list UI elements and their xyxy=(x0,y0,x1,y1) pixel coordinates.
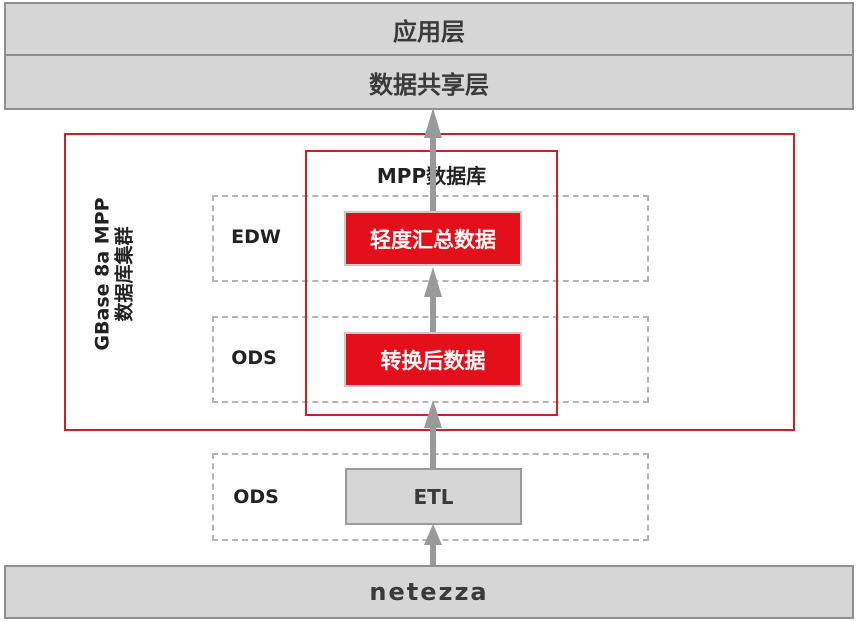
ods-inner-label: ODS xyxy=(231,347,277,369)
edw-label: EDW xyxy=(231,226,281,248)
data-sharing-layer: 数据共享层 xyxy=(4,54,854,110)
etl-label: ETL xyxy=(413,484,454,509)
cluster-label-line2: 数据库集群 xyxy=(114,226,136,322)
data-sharing-layer-label: 数据共享层 xyxy=(369,70,489,99)
netezza-layer: netezza xyxy=(4,565,854,619)
etl-box: ETL xyxy=(345,468,522,525)
application-layer: 应用层 xyxy=(4,2,854,56)
cluster-label: GBase 8a MPP 数据库集群 xyxy=(72,176,156,372)
arrow-shaft-netezza-etl xyxy=(430,538,436,566)
transformed-data-label: 转换后数据 xyxy=(380,348,486,373)
application-layer-label: 应用层 xyxy=(393,17,465,46)
ods-outer-label: ODS xyxy=(233,486,279,508)
transformed-data-box: 转换后数据 xyxy=(344,332,522,387)
light-summary-data-box: 轻度汇总数据 xyxy=(344,211,522,266)
cluster-label-line1: GBase 8a MPP xyxy=(92,197,114,351)
mpp-database-title: MPP数据库 xyxy=(376,164,487,188)
netezza-layer-label: netezza xyxy=(369,578,489,606)
light-summary-data-label: 轻度汇总数据 xyxy=(370,227,496,252)
